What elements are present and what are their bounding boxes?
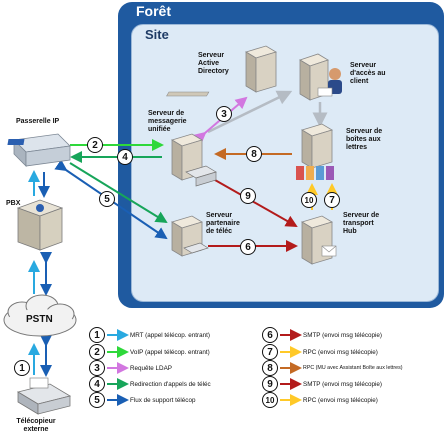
external-fax-icon xyxy=(16,377,72,415)
um-server-icon xyxy=(171,133,217,187)
legend-badge-2: 2 xyxy=(89,344,105,360)
mailbox-server-label: Serveur de boîtes aux lettres xyxy=(346,128,383,151)
legend-text-1: MRT (appel télécop. entrant) xyxy=(130,332,210,339)
pbx-icon xyxy=(16,199,64,251)
badge-6: 6 xyxy=(240,239,256,255)
badge-9: 9 xyxy=(240,188,256,204)
fax-partner-label: Serveur partenaire de téléc xyxy=(206,212,240,235)
legend-text-9: SMTP (envoi msg télécopie) xyxy=(303,381,382,388)
legend-arrows xyxy=(107,329,302,406)
legend-badge-3: 3 xyxy=(89,360,105,376)
site-title: Site xyxy=(145,27,169,42)
hub-server-icon xyxy=(301,215,337,265)
hub-server-label: Serveur de transport Hub xyxy=(343,212,380,235)
forest-title: Forêt xyxy=(136,3,171,19)
access-server-icon xyxy=(299,53,342,101)
ad-server-label: Serveur Active Directory xyxy=(198,52,229,75)
legend-text-7: RPC (envoi msg télécopie) xyxy=(303,349,378,356)
ip-gateway-icon xyxy=(7,133,71,167)
badge-1: 1 xyxy=(14,360,30,376)
access-server-label: Serveur d'accès au client xyxy=(350,62,386,85)
pbx-label: PBX xyxy=(6,200,21,207)
legend-badge-9: 9 xyxy=(262,376,278,392)
legend-text-6: SMTP (envoi msg télécopie) xyxy=(303,332,382,339)
legend-text-8: RPC (MU avec Assistant Boîte aux lettres… xyxy=(303,365,403,371)
redirect-fax-arrow xyxy=(69,162,168,224)
pstn-cloud-icon xyxy=(3,294,77,337)
legend-text-2: VoIP (appel télécop. entrant) xyxy=(130,349,210,356)
legend-text-4: Redirection d'appels de téléc xyxy=(130,381,211,388)
legend-badge-4: 4 xyxy=(89,376,105,392)
badge-5: 5 xyxy=(99,191,115,207)
um-server-label: Serveur de messagerie unifiée xyxy=(148,110,187,133)
legend-badge-1: 1 xyxy=(89,327,105,343)
badge-10: 10 xyxy=(301,192,317,208)
legend-badge-7: 7 xyxy=(262,344,278,360)
badge-8: 8 xyxy=(246,146,262,162)
badge-2: 2 xyxy=(87,137,103,153)
mailbox-server-icon xyxy=(296,123,334,180)
fax-media-arrow xyxy=(54,159,168,240)
ip-gateway-label: Passerelle IP xyxy=(16,118,60,125)
legend-text-5: Flux de support télécop xyxy=(130,397,196,404)
smtp-9-arrow xyxy=(214,179,298,227)
pstn-label: PSTN xyxy=(26,314,53,325)
badge-4: 4 xyxy=(117,149,133,165)
badge-3: 3 xyxy=(216,106,232,122)
ad-server-icon xyxy=(166,45,277,97)
legend-badge-8: 8 xyxy=(262,360,278,376)
legend-text-10: RPC (envoi msg télécopie) xyxy=(303,397,378,404)
fax-partner-server-icon xyxy=(171,215,209,257)
external-fax-label: Télécopieur externe xyxy=(16,418,56,433)
badge-7: 7 xyxy=(324,192,340,208)
legend-badge-6: 6 xyxy=(262,327,278,343)
legend-text-3: Requête LDAP xyxy=(130,365,173,372)
legend-badge-10: 10 xyxy=(262,392,278,408)
legend-badge-5: 5 xyxy=(89,392,105,408)
